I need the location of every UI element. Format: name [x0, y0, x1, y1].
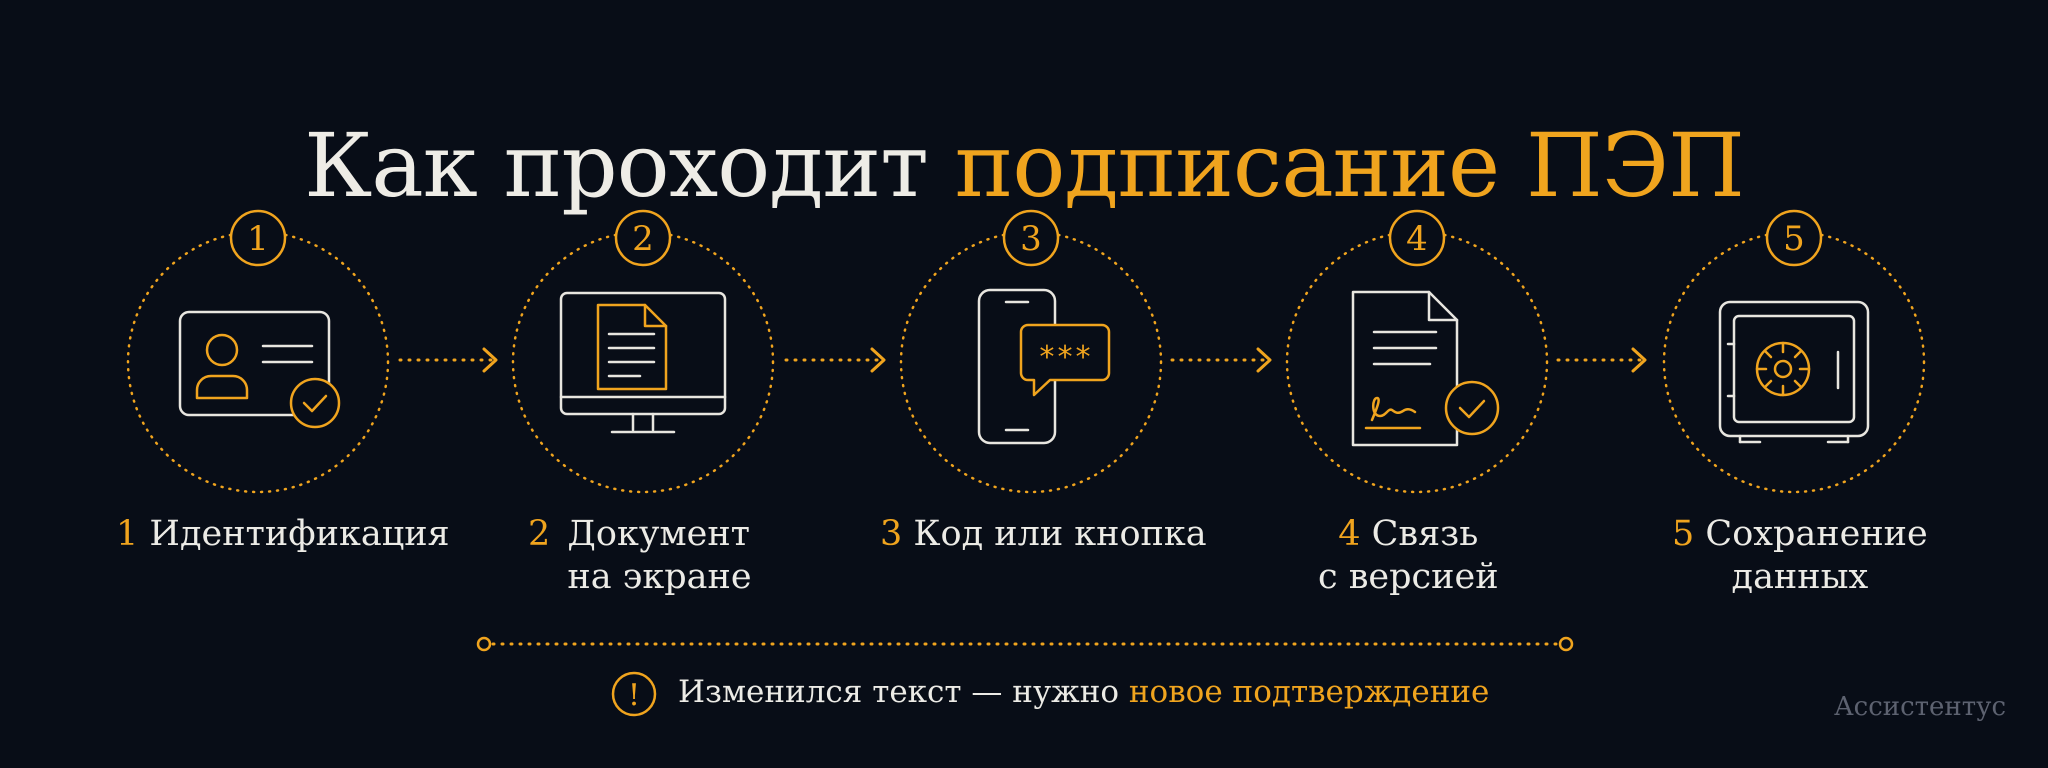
step-3-node: 3 ***: [899, 209, 1163, 494]
step-2-title-line1: Документ: [567, 514, 751, 554]
title-accent: подписание ПЭП: [954, 113, 1745, 217]
warning-icon: !: [611, 671, 657, 717]
step-2-badge: [614, 209, 672, 267]
step-4-label: 4 Связь с версией: [1318, 513, 1499, 599]
step-2-label: 2 Документ на экране: [528, 513, 752, 599]
step-3-badge: [1002, 209, 1060, 267]
warning-note-accent: новое подтверждение: [1128, 674, 1490, 710]
step-2-badge-number: 2: [632, 219, 654, 259]
step-4-badge: [1388, 209, 1446, 267]
step-4-node: 4: [1285, 209, 1549, 494]
step-1-title: Идентификация: [149, 514, 450, 554]
warning-badge-text: !: [628, 678, 640, 713]
step-1-label: 1 Идентификация: [116, 513, 450, 556]
title-main: Как проходит: [304, 113, 929, 217]
arrow-2-3: [784, 347, 886, 373]
safe-icon: [1718, 300, 1870, 444]
step-5-label: 5 Сохранение данных: [1672, 513, 1928, 599]
phone-code-icon: ***: [977, 288, 1111, 445]
arrow-4-5: [1556, 347, 1647, 373]
step-5-node: 5: [1662, 209, 1926, 494]
step-1-badge-number: 1: [247, 219, 269, 259]
step-2-number: 2: [528, 514, 551, 554]
step-5-title-line2: данных: [1731, 557, 1869, 597]
step-1-number: 1: [116, 514, 139, 554]
arrow-1-2: [398, 347, 498, 373]
signed-document-icon: [1351, 290, 1500, 447]
warning-note: Изменился текст — нужно новое подтвержде…: [678, 672, 1489, 712]
step-3-label: 3 Код или кнопка: [880, 513, 1207, 556]
brand-watermark: Ассистентус: [1833, 692, 2006, 722]
step-3-number: 3: [880, 514, 903, 554]
monitor-document-icon: [559, 291, 727, 434]
svg-text:***: ***: [1038, 340, 1092, 375]
step-1-ring: [126, 230, 390, 494]
step-5-number: 5: [1672, 514, 1695, 554]
step-5-title-line1: Сохранение: [1705, 514, 1928, 554]
page-title: Как проходит подписание ПЭП: [0, 111, 2048, 221]
step-1-node: 1: [126, 209, 390, 494]
step-2-title-line2: на экране: [567, 557, 752, 597]
timeline-line: [476, 636, 1574, 652]
step-3-ring: [899, 230, 1163, 494]
step-3-badge-number: 3: [1020, 219, 1042, 259]
step-4-badge-number: 4: [1406, 219, 1428, 259]
step-4-ring: [1285, 230, 1549, 494]
step-1-badge: [229, 209, 287, 267]
step-4-title-line1: Связь: [1371, 514, 1479, 554]
step-2-ring: [511, 230, 775, 494]
arrow-3-4: [1170, 347, 1272, 373]
step-5-badge: [1765, 209, 1823, 267]
step-5-badge-number: 5: [1783, 219, 1805, 259]
step-2-node: 2: [511, 209, 775, 494]
step-3-title: Код или кнопка: [913, 514, 1207, 554]
step-4-number: 4: [1338, 514, 1361, 554]
step-5-ring: [1662, 230, 1926, 494]
step-4-title-line2: с версией: [1318, 557, 1499, 597]
warning-note-text: Изменился текст — нужно: [678, 674, 1120, 710]
id-card-icon: [178, 310, 341, 429]
